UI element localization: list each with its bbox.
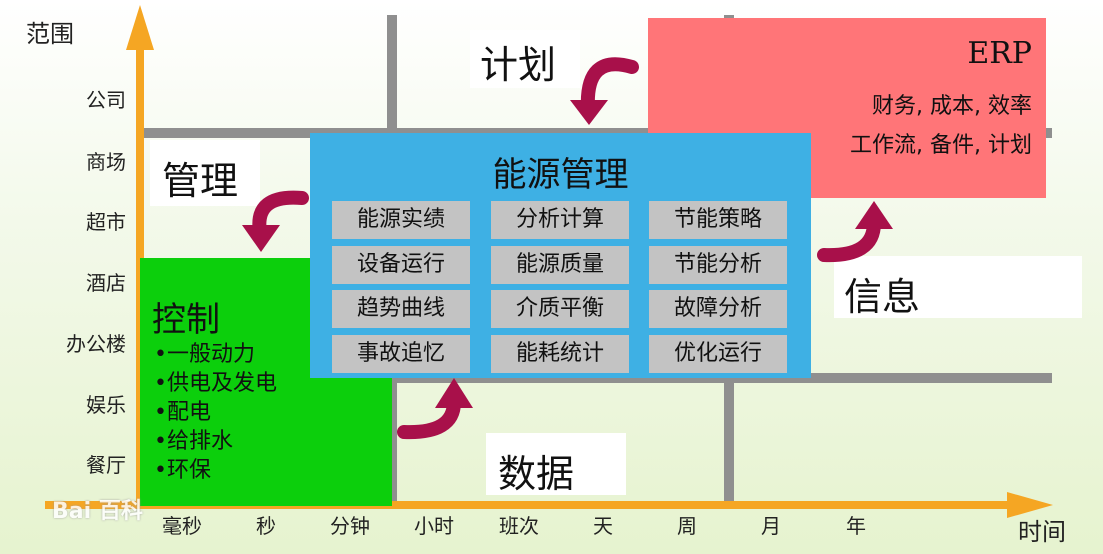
- energy-cell: 能源实绩: [332, 201, 470, 239]
- energy-cell: 故障分析: [649, 290, 787, 328]
- y-label-entertainment: 娱乐: [86, 393, 126, 417]
- y-label-company: 公司: [86, 88, 126, 112]
- x-axis-arrow: [45, 492, 1053, 518]
- control-item-3: •配电: [154, 400, 211, 425]
- energy-cell: 节能策略: [649, 201, 787, 239]
- control-item-4: •给排水: [154, 429, 233, 454]
- energy-cell: 能源质量: [491, 246, 629, 284]
- curved-arrow-data-icon: [397, 378, 473, 440]
- data-label: 数据: [498, 452, 575, 496]
- x-label-month: 月: [761, 514, 781, 538]
- y-label-supermarket: 超市: [86, 210, 126, 234]
- energy-management-panel: 能源管理 能源实绩 分析计算 节能策略 设备运行 能源质量 节能分析 趋势曲线 …: [310, 133, 811, 378]
- energy-cell: 事故追忆: [332, 335, 470, 373]
- energy-cell: 趋势曲线: [332, 290, 470, 328]
- control-item-5: •环保: [154, 458, 211, 483]
- grid-line-h2: [140, 373, 1052, 383]
- control-title: 控制: [152, 300, 220, 340]
- x-axis-title: 时间: [1018, 518, 1066, 546]
- x-label-week: 周: [677, 514, 697, 538]
- energy-cell: 介质平衡: [491, 290, 629, 328]
- energy-title: 能源管理: [492, 155, 629, 195]
- manage-label: 管理: [162, 159, 239, 203]
- erp-title: ERP: [967, 36, 1032, 71]
- energy-cell: 节能分析: [649, 246, 787, 284]
- energy-cell: 优化运行: [649, 335, 787, 373]
- y-label-office: 办公楼: [66, 332, 126, 356]
- y-label-hotel: 酒店: [86, 271, 126, 295]
- energy-cell: 分析计算: [491, 201, 629, 239]
- info-label: 信息: [844, 275, 921, 319]
- x-label-min: 分钟: [330, 514, 370, 538]
- x-label-ms: 毫秒: [162, 514, 202, 538]
- y-label-restaurant: 餐厅: [86, 453, 126, 477]
- curved-arrow-plan-icon: [570, 57, 639, 125]
- curved-arrow-manage-icon: [242, 190, 309, 252]
- x-label-hour: 小时: [414, 514, 454, 538]
- erp-line1: 财务, 成本, 效率: [872, 94, 1032, 119]
- info-label-box: 信息: [834, 256, 1082, 319]
- plan-label: 计划: [480, 43, 557, 87]
- energy-cell: 设备运行: [332, 246, 470, 284]
- y-axis-title: 范围: [26, 20, 74, 48]
- manage-label-box: 管理: [150, 140, 260, 206]
- x-label-shift: 班次: [499, 514, 539, 538]
- erp-line2: 工作流, 备件, 计划: [850, 133, 1032, 158]
- curved-arrow-info-icon: [817, 201, 893, 263]
- control-item-1: •一般动力: [154, 342, 255, 367]
- control-item-2: •供电及发电: [154, 371, 277, 396]
- y-label-mall: 商场: [86, 150, 126, 174]
- data-label-box: 数据: [486, 433, 626, 496]
- baidu-watermark: Bai 百科: [52, 499, 143, 524]
- erp-box: ERP 财务, 成本, 效率 工作流, 备件, 计划: [648, 18, 1046, 198]
- x-label-day: 天: [593, 514, 613, 538]
- x-label-year: 年: [846, 514, 866, 538]
- x-label-sec: 秒: [256, 514, 276, 538]
- energy-cell: 能耗统计: [491, 335, 629, 373]
- plan-label-box: 计划: [470, 30, 580, 88]
